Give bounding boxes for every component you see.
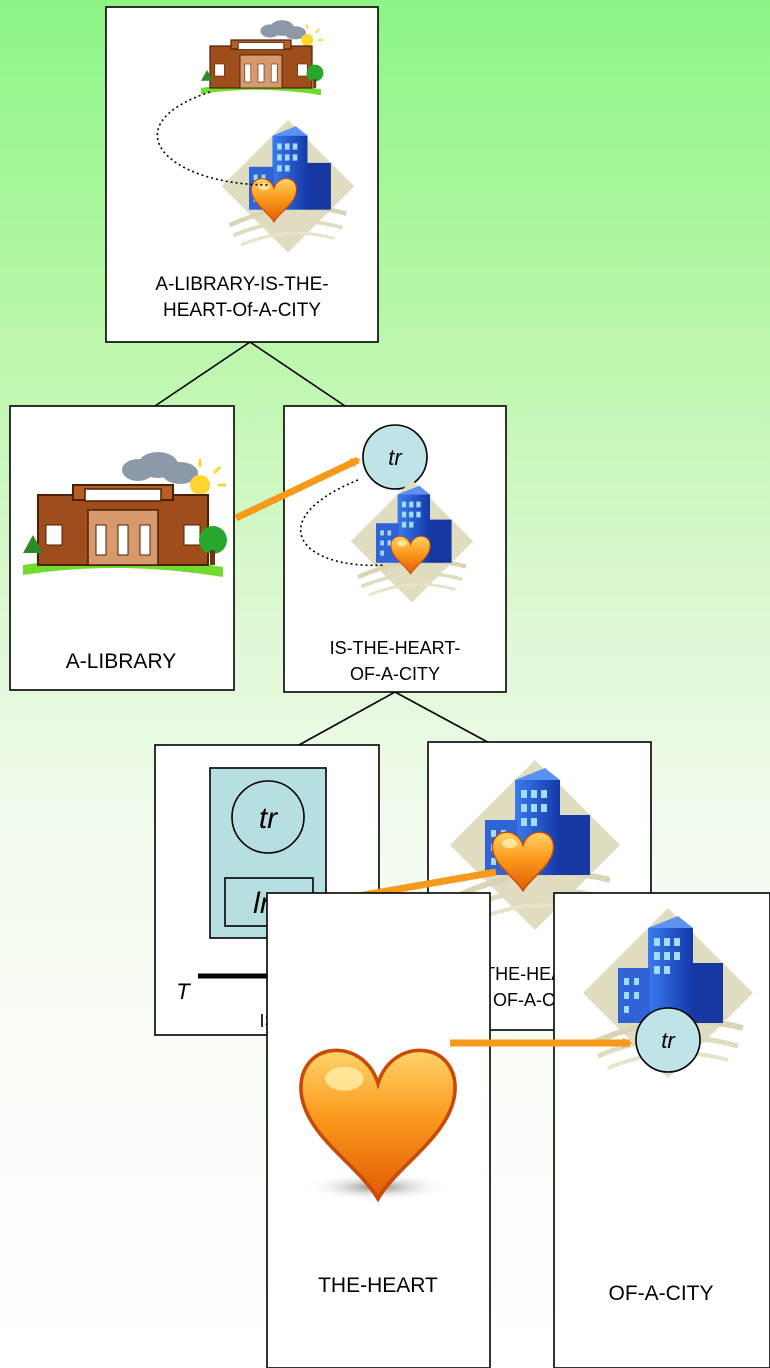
time-label: T bbox=[176, 979, 191, 1004]
node-heart: THE-HEART bbox=[266, 892, 491, 1368]
node-root-label-1: A-LIBRARY-IS-THE- bbox=[155, 274, 328, 295]
node-root-label-2: HEART-Of-A-CITY bbox=[163, 300, 321, 321]
tr-circle bbox=[635, 1007, 701, 1073]
node-city: tr OF-A-CITY bbox=[553, 892, 770, 1368]
node-is-heart-city-label-1: IS-THE-HEART- bbox=[330, 638, 461, 658]
tr-marker: tr bbox=[661, 1028, 676, 1053]
arrow-library-to-tr bbox=[234, 456, 361, 522]
node-heart-label: THE-HEART bbox=[318, 1274, 438, 1297]
tr-circle bbox=[231, 780, 305, 854]
node-root: A-LIBRARY-IS-THE- HEART-Of-A-CITY bbox=[105, 6, 379, 343]
node-library: A-LIBRARY bbox=[9, 405, 235, 691]
node-library-label: A-LIBRARY bbox=[66, 650, 177, 673]
tr-marker: tr bbox=[259, 802, 278, 835]
node-is-heart-city-label-2: OF-A-CITY bbox=[350, 664, 440, 684]
node-city-label: OF-A-CITY bbox=[609, 1282, 714, 1305]
link-dotted bbox=[156, 91, 271, 186]
tr-marker: tr bbox=[388, 445, 403, 470]
node-is-heart-city: tr IS-THE-HEART- OF-A-CITY bbox=[283, 405, 507, 693]
tr-circle bbox=[362, 424, 428, 490]
